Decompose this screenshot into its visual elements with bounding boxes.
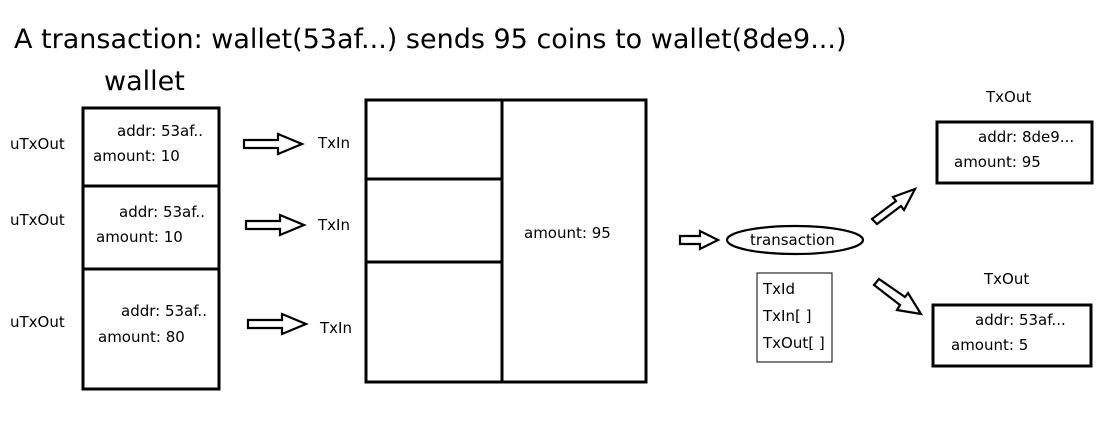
transaction-fields-box	[756, 272, 833, 363]
txout-box-1	[935, 120, 1094, 185]
txin-label: TxIn	[317, 216, 350, 234]
txout-amount: amount: 5	[951, 336, 1028, 354]
utxo-side-label: uTxOut	[10, 313, 65, 331]
arrow-up-right-icon	[870, 186, 918, 226]
arrow-down-right-icon	[872, 277, 924, 316]
txin-label: TxIn	[319, 319, 352, 337]
utxo-amount: amount: 80	[98, 328, 185, 346]
utxo-addr: addr: 53af..	[121, 302, 207, 320]
txout-addr: addr: 53af...	[975, 311, 1066, 329]
txout-heading: TxOut	[983, 270, 1029, 288]
transaction-field: TxIn[ ]	[762, 307, 811, 325]
transaction-field: TxOut[ ]	[762, 334, 825, 352]
utxo-side-label: uTxOut	[10, 135, 65, 153]
utxo-amount: amount: 10	[96, 228, 183, 246]
arrow-right-icon	[244, 213, 307, 237]
txout-heading: TxOut	[985, 88, 1031, 106]
inputs-total-amount: amount: 95	[524, 224, 611, 242]
utxo-box-3	[81, 267, 221, 391]
utxo-addr: addr: 53af..	[119, 203, 205, 221]
txout-addr: addr: 8de9...	[978, 128, 1074, 146]
inputs-block-frame	[364, 98, 648, 384]
transaction-ellipse	[725, 224, 865, 256]
arrow-right-icon	[678, 229, 721, 251]
txin-label: TxIn	[317, 134, 350, 152]
inputs-block	[364, 98, 648, 384]
wallet-column	[81, 106, 221, 391]
txout-amount: amount: 95	[954, 153, 1041, 171]
arrow-right-icon	[246, 312, 309, 336]
txout-box-2	[931, 303, 1093, 368]
utxo-amount: amount: 10	[93, 147, 180, 165]
transaction-label: transaction	[750, 231, 835, 249]
transaction-field: TxId	[762, 280, 795, 298]
diagram-title: A transaction: wallet(53af...) sends 95 …	[14, 24, 847, 55]
utxo-side-label: uTxOut	[10, 211, 65, 229]
arrow-right-icon	[242, 132, 305, 156]
utxo-addr: addr: 53af..	[117, 122, 203, 140]
wallet-heading: wallet	[104, 66, 185, 97]
